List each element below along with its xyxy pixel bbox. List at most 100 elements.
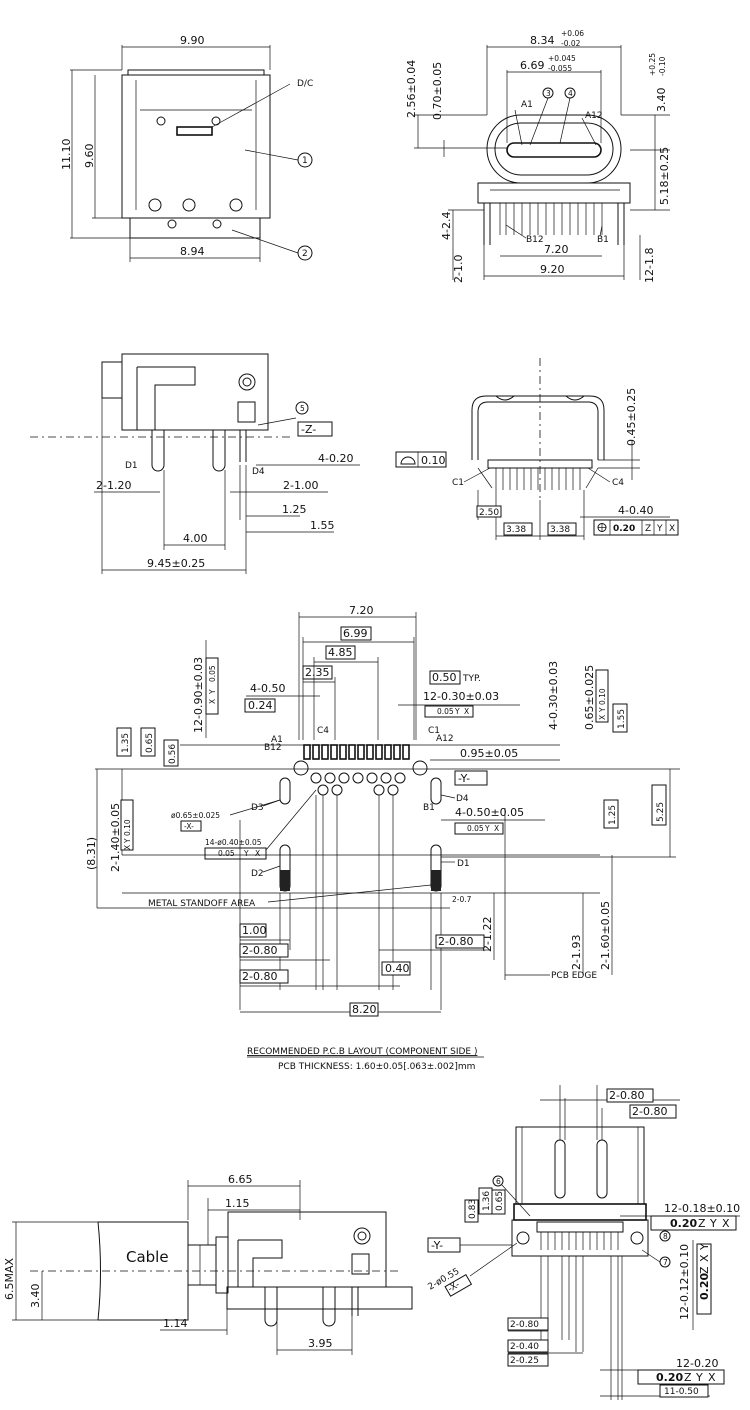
dim-4-0.30: 4-0.30±0.03 xyxy=(547,661,560,730)
dim-2-1.60: 2-1.60±0.05 xyxy=(599,901,612,970)
dim-0.65: 0.65 xyxy=(145,733,155,753)
pad-d3-label: D3 xyxy=(251,803,264,813)
cable-mated-view: Cable 6.65 1.15 6.5MAX 3.40 1.14 xyxy=(3,1173,413,1355)
pad-c1-label: C1 xyxy=(428,726,440,736)
fcf-0.05-c: 0.05 xyxy=(218,849,235,858)
dim-4-0.50-holes: 4-0.50±0.05 xyxy=(455,806,524,819)
dim-2-0.80-a: 2-0.80 xyxy=(242,944,277,957)
dim-9.45: 9.45±0.25 xyxy=(147,557,205,570)
pin-a12-label: A12 xyxy=(585,111,603,121)
cable-label: Cable xyxy=(126,1248,169,1266)
callout-5: 5 xyxy=(300,404,305,413)
fcf-tol: 0.05 xyxy=(208,665,217,682)
dim-1.25: 1.25 xyxy=(608,805,618,825)
dim-0.83: 0.83 xyxy=(468,1199,478,1219)
fcf2-z: Z xyxy=(698,1266,711,1274)
fcf-datum-x: X xyxy=(669,524,675,534)
pcb-layout-view: 7.20 6.99 4.85 2.35 4-0.50 0.24 12-0.90±… xyxy=(85,604,680,1072)
datum-y: -Y- xyxy=(431,1239,443,1252)
dim-0.70: 0.70±0.05 xyxy=(431,62,444,120)
fcf2-x: X xyxy=(698,1254,711,1262)
dim-4-2.4: 4-2.4 xyxy=(440,212,453,240)
bottom-view: 2-0.80 2-0.80 12-0.18±0.10 0.20 Z Y X 0.… xyxy=(427,1085,740,1400)
fcf-tolerance: 0.20 xyxy=(613,524,635,534)
fcf3-x: X xyxy=(708,1371,716,1384)
dim-1.55: 1.55 xyxy=(310,519,335,532)
fcf-0.10-left: 0.10 xyxy=(123,819,132,836)
dim-3.38-left: 3.38 xyxy=(506,525,526,535)
dim-1.25: 1.25 xyxy=(282,503,307,516)
fcf-y: Y xyxy=(123,838,132,844)
rear-view: 0.45±0.25 0.10 C1 C4 2.50 3.38 3.38 4-0.… xyxy=(395,358,679,540)
pin-b1-label: B1 xyxy=(597,235,609,245)
dim-1.35: 1.35 xyxy=(121,733,131,753)
dim-0.50-typ: 0.50 xyxy=(432,671,457,684)
callout-7: 7 xyxy=(663,1258,668,1267)
mating-face-view: 8.34 +0.06 -0.02 6.69 +0.045 -0.055 2.56… xyxy=(405,29,671,283)
side-view: 5 -Z- D1 D4 4-0.20 2-1.20 2-1.00 1.25 1.… xyxy=(30,353,360,574)
dim-2-1.93: 2-1.93 xyxy=(570,935,583,970)
dim-0.65-pad: 0.65±0.025 xyxy=(583,665,596,730)
dim-7.20: 7.20 xyxy=(544,243,569,256)
pad-c4-label: C4 xyxy=(317,726,329,736)
dim-2-1.00: 2-1.00 xyxy=(283,479,318,492)
dim-phi-0.65: ø0.65±0.025 xyxy=(171,811,220,820)
dim-12-0.18: 12-0.18±0.10 xyxy=(664,1202,740,1215)
dim-3.38-right: 3.38 xyxy=(550,525,570,535)
dim-0.24: 0.24 xyxy=(248,699,273,712)
dim-12-0.12: 12-0.12±0.10 xyxy=(678,1244,691,1320)
datum-z: -Z- xyxy=(301,423,316,436)
fcf-y: Y xyxy=(454,707,460,716)
dim-2-0.7: 2-0.7 xyxy=(452,895,472,904)
through-hole-row xyxy=(310,772,406,796)
pin-c1-label: C1 xyxy=(452,478,464,488)
fcf1-z: Z xyxy=(698,1217,706,1230)
dim-7.20: 7.20 xyxy=(349,604,374,617)
fcf3-tol: 0.20 xyxy=(656,1371,683,1384)
dim-2-1.20: 2-1.20 xyxy=(96,479,131,492)
dim-8.31: (8.31) xyxy=(85,837,98,870)
dim-2-1.40: 2-1.40±0.05 xyxy=(109,803,122,872)
fcf-x: X xyxy=(464,707,469,716)
dim-1.14: 1.14 xyxy=(163,1317,188,1330)
dim-height-9.60: 9.60 xyxy=(83,144,96,169)
flatness-0.10: 0.10 xyxy=(421,454,446,467)
fcf-x: X xyxy=(494,824,499,833)
callout-8: 8 xyxy=(663,1232,668,1241)
pad-d1-label: D1 xyxy=(457,859,470,869)
fcf-0.10-right: 0.10 xyxy=(598,688,607,705)
pin-d4-label: D4 xyxy=(252,467,265,477)
fcf1-x: X xyxy=(722,1217,730,1230)
dim-8.34: 8.34 xyxy=(530,34,555,47)
dim-2.35: 2.35 xyxy=(305,666,330,679)
metal-standoff-label: METAL STANDOFF AREA xyxy=(148,899,256,909)
dim-3.40: 3.40 xyxy=(655,88,668,113)
dim-4.85: 4.85 xyxy=(328,646,353,659)
dim-0.65: 0.65 xyxy=(495,1191,505,1211)
dim-2.56: 2.56±0.04 xyxy=(405,60,418,118)
fcf-y: Y xyxy=(598,707,607,713)
pin-b12-label: B12 xyxy=(526,235,544,245)
fcf-0.05-vertical: 0.05 Y X xyxy=(205,657,219,715)
fcf-0.05-horizontal: 0.05 xyxy=(437,707,454,716)
dim-2.50: 2.50 xyxy=(479,508,499,518)
dim-8.20: 8.20 xyxy=(352,1003,377,1016)
fcf1-y: Y xyxy=(709,1217,717,1230)
dim-2-0.25: 2-0.25 xyxy=(510,1356,539,1366)
tol-3.40-lower: -0.10 xyxy=(658,56,667,76)
dim-2-0.80-top-b: 2-0.80 xyxy=(632,1105,667,1118)
dim-1.15: 1.15 xyxy=(225,1197,250,1210)
dim-1.36: 1.36 xyxy=(482,1191,492,1211)
pad-a12-label: A12 xyxy=(436,734,454,744)
datum-y: -Y- xyxy=(458,772,470,785)
fcf2-y: Y xyxy=(698,1243,711,1251)
fcf3-z: Z xyxy=(684,1371,692,1384)
dim-6.5max: 6.5MAX xyxy=(3,1257,16,1300)
dim-4.00: 4.00 xyxy=(183,532,208,545)
pin-c4-label: C4 xyxy=(612,478,624,488)
smd-pad-row xyxy=(303,744,410,760)
fcf3-y: Y xyxy=(695,1371,703,1384)
pad-d4-label: D4 xyxy=(456,794,469,804)
fcf1-tol: 0.20 xyxy=(670,1217,697,1230)
